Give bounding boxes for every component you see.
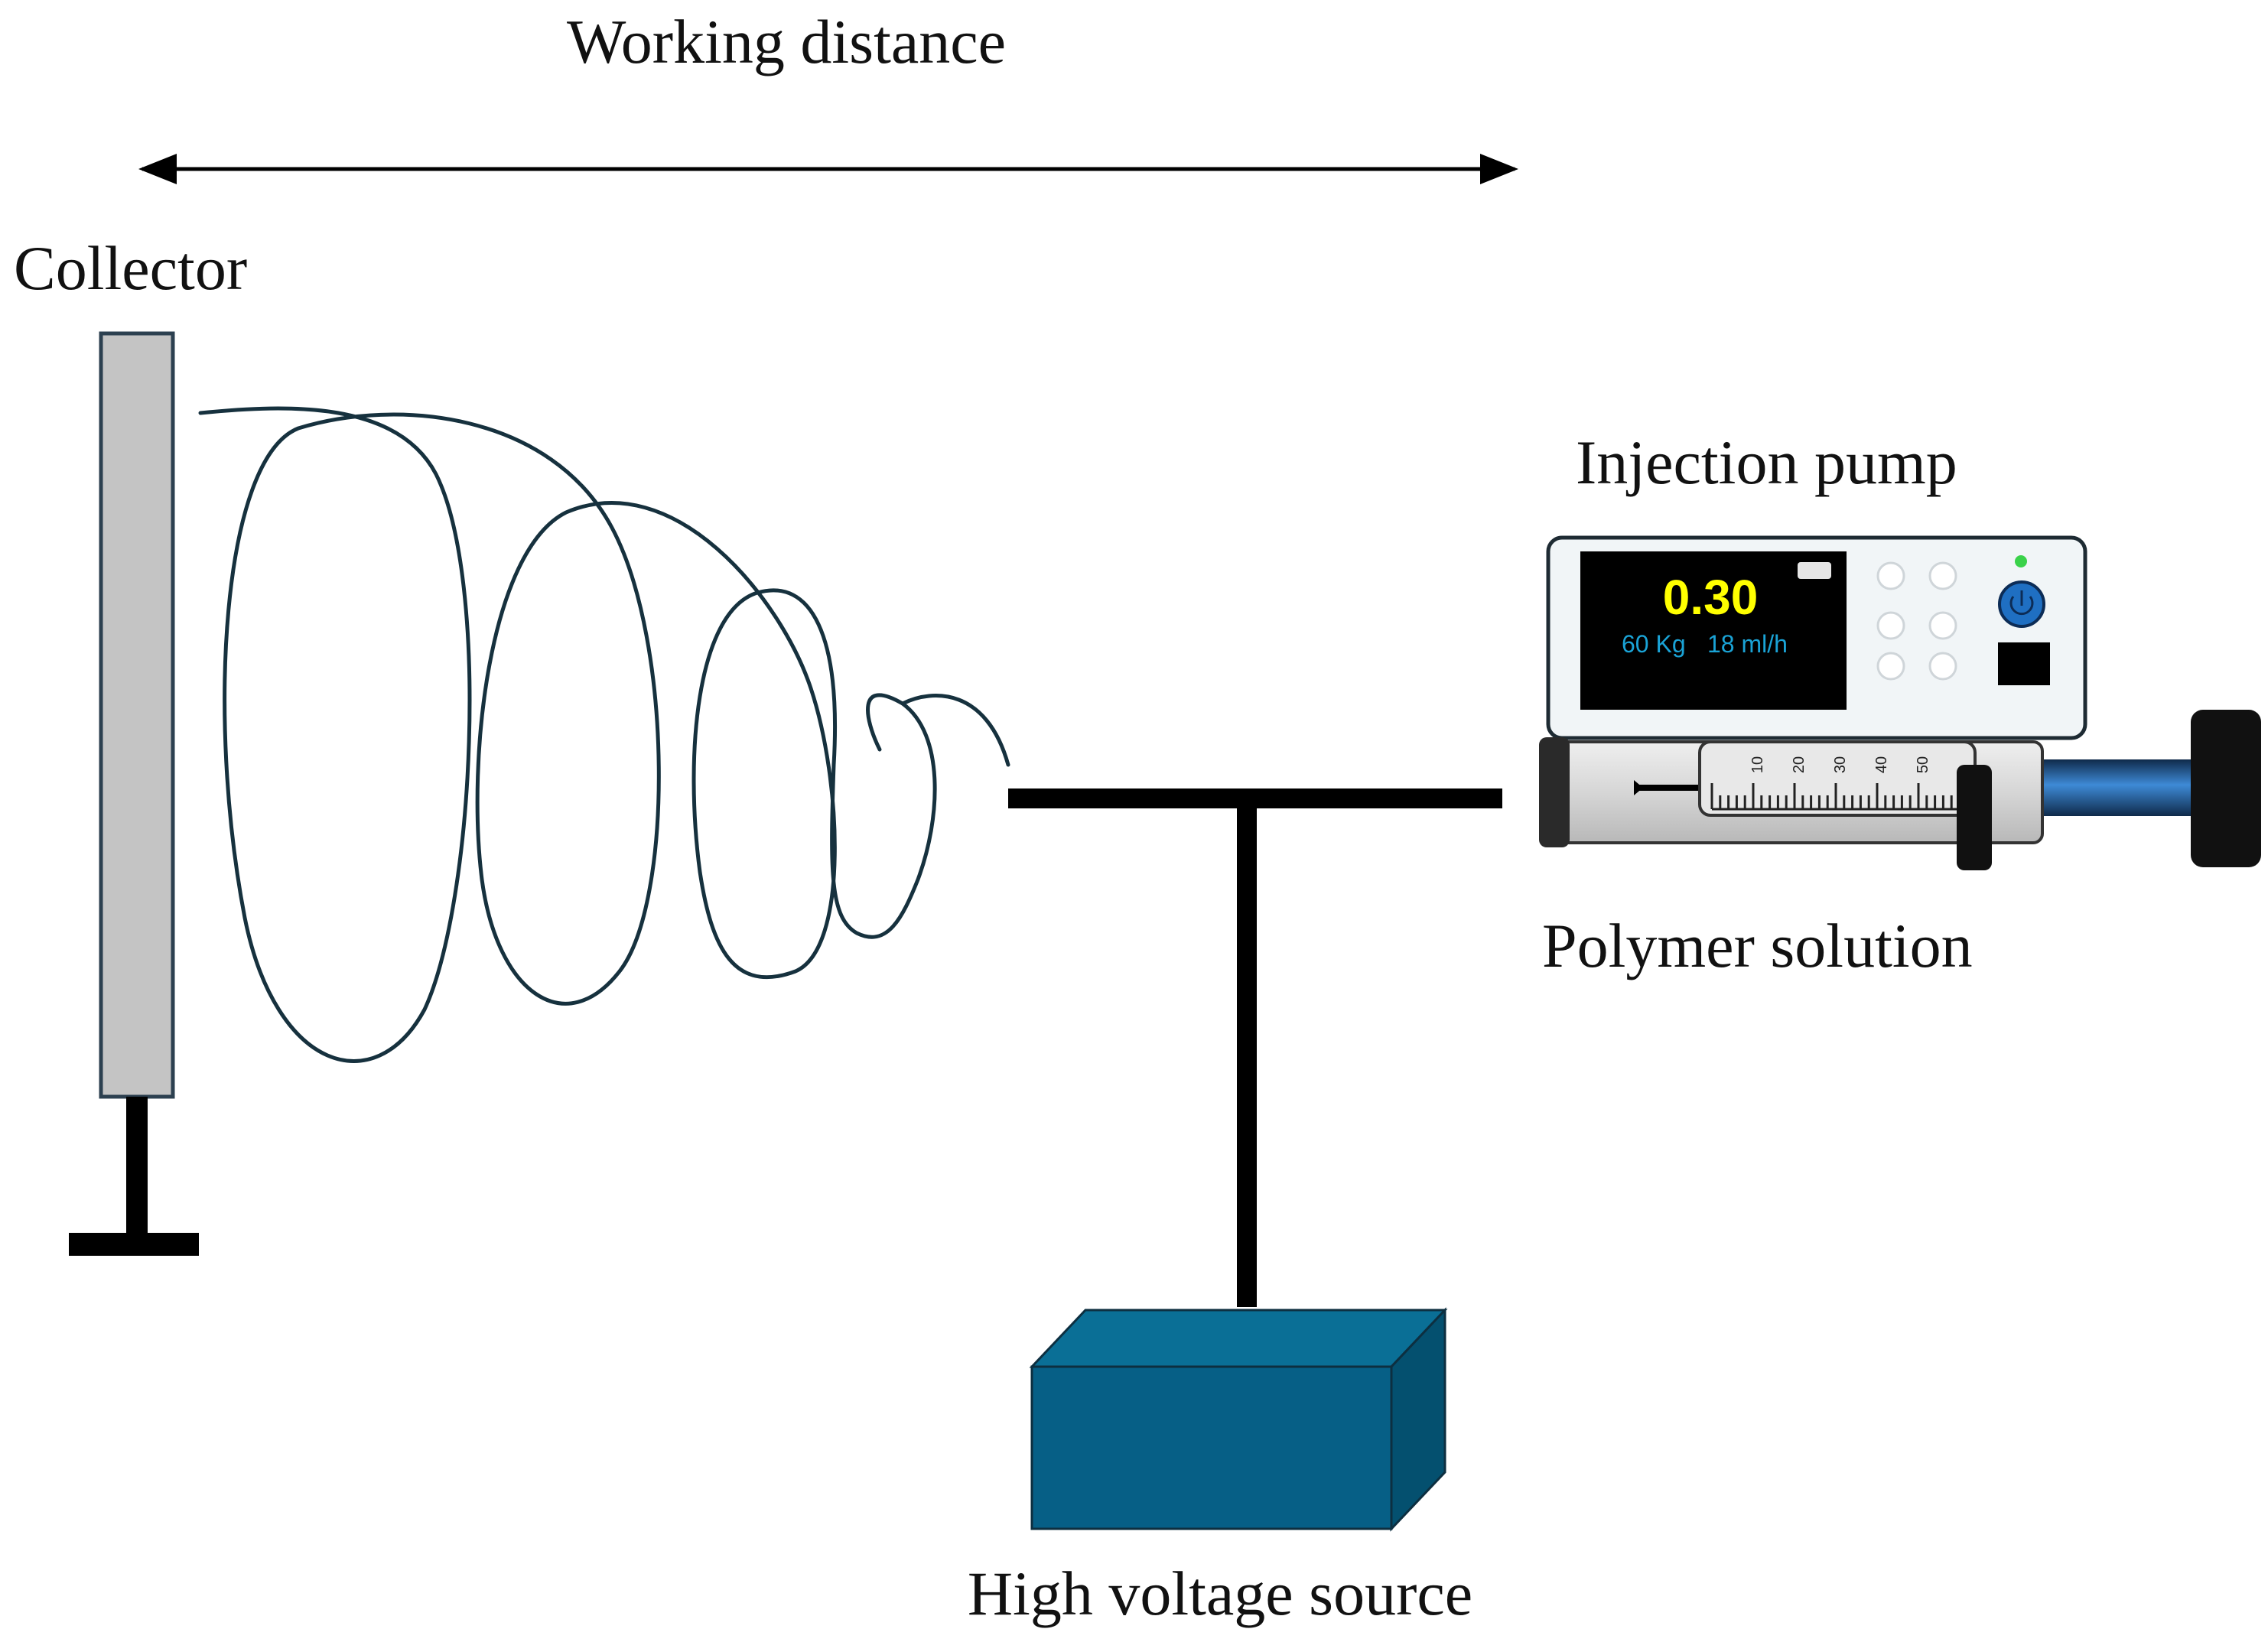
battery-icon <box>1798 562 1831 579</box>
scale-label: 30 <box>1832 756 1849 773</box>
pump-port <box>1998 642 2050 685</box>
pump-display-weight: 60 Kg <box>1622 630 1686 658</box>
syringe-tip <box>1539 737 1570 847</box>
keypad-button <box>1928 611 1957 640</box>
scale-label: 40 <box>1873 756 1890 773</box>
syringe-plunger-flange <box>1957 765 1992 870</box>
keypad-button <box>1876 652 1905 681</box>
collector-stand-base <box>69 1233 199 1256</box>
collector-plate <box>99 331 175 1099</box>
needle-connector <box>1008 788 1502 1307</box>
syringe: 10 20 30 40 50 <box>1539 710 2261 870</box>
voltage-lead <box>1237 798 1257 1307</box>
injection-pump: 0.30 60 Kg 18 ml/h <box>1546 535 2087 740</box>
high-voltage-source-label: High voltage source <box>968 1559 1472 1628</box>
status-led <box>2015 555 2027 567</box>
fiber-jet-tail <box>900 694 1010 767</box>
syringe-scale-window <box>1698 740 1977 817</box>
keypad-button <box>1928 652 1957 681</box>
injection-pump-label: Injection pump <box>1576 428 1957 497</box>
high-voltage-source <box>1029 1307 1448 1532</box>
collector <box>69 331 199 1256</box>
keypad-button <box>1876 561 1905 590</box>
fiber-jet <box>198 406 937 1063</box>
hv-box-front <box>1030 1365 1393 1530</box>
scale-label: 20 <box>1791 756 1808 773</box>
syringe-plunger-rod <box>2019 759 2203 816</box>
syringe-thumb-press <box>2191 710 2261 867</box>
scale-label: 10 <box>1749 756 1766 773</box>
pump-display-rate: 18 ml/h <box>1707 630 1788 658</box>
syringe-needle-head <box>1634 780 1643 795</box>
scale-label: 50 <box>1915 756 1931 773</box>
hv-box-top <box>1029 1309 1448 1368</box>
pump-display-value: 0.30 <box>1663 570 1759 625</box>
keypad-button <box>1876 611 1905 640</box>
collector-label: Collector <box>14 233 247 303</box>
power-icon <box>1998 580 2045 628</box>
keypad-button <box>1928 561 1957 590</box>
syringe-scale-labels: 10 20 30 40 50 <box>1749 756 1931 773</box>
syringe-scale-ticks <box>1710 783 1961 811</box>
polymer-solution-label: Polymer solution <box>1542 911 1973 980</box>
collector-stand-post <box>126 1097 148 1237</box>
working-distance-label: Working distance <box>567 7 1006 76</box>
pump-keypad <box>1876 561 1957 681</box>
